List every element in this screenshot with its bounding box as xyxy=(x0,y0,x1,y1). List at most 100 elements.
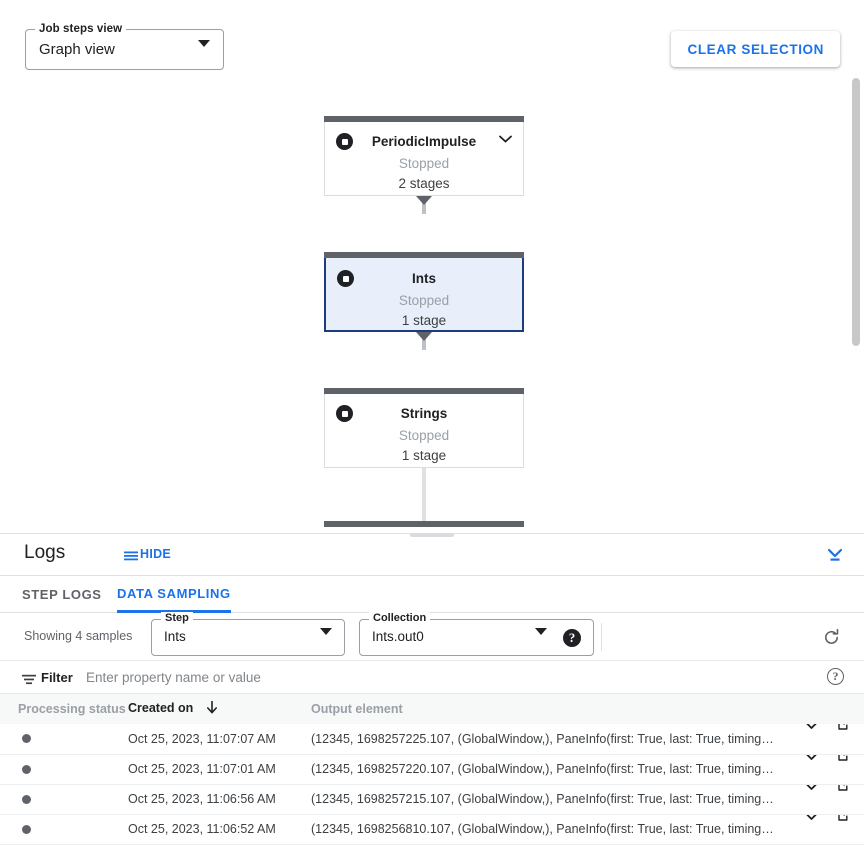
graph-edge xyxy=(422,468,426,522)
table-header-row: Processing status Created on Output elem… xyxy=(0,694,864,724)
cell-output-element: (12345, 1698256810.107, (GlobalWindow,),… xyxy=(311,814,864,844)
open-in-new-icon[interactable] xyxy=(837,814,851,822)
cell-output-element: (12345, 1698257215.107, (GlobalWindow,),… xyxy=(311,784,864,814)
samples-table: Processing status Created on Output elem… xyxy=(0,694,864,845)
collapse-panel-button[interactable] xyxy=(822,542,848,568)
table-body: Oct 25, 2023, 11:07:07 AM (12345, 1698257… xyxy=(0,724,864,844)
graph-node-periodicimpulse[interactable]: PeriodicImpulse Stopped 2 stages xyxy=(324,116,524,196)
graph-edge-arrow xyxy=(416,196,432,205)
hide-logs-label: HIDE xyxy=(140,547,172,561)
chevron-down-icon[interactable] xyxy=(805,814,818,820)
chevron-down-icon xyxy=(320,628,332,653)
step-select-label: Step xyxy=(161,612,193,625)
status-dot-icon xyxy=(22,794,31,804)
row-actions xyxy=(764,784,864,800)
step-select-value: Ints xyxy=(164,629,186,644)
node-top-bar xyxy=(324,252,524,258)
status-dot-icon xyxy=(22,734,31,744)
cell-created-on: Oct 25, 2023, 11:07:01 AM xyxy=(128,762,276,776)
cell-processing-status xyxy=(0,724,128,754)
graph-scrollbar[interactable] xyxy=(852,78,860,346)
graph-pane: Job steps view Graph view CLEAR SELECTIO… xyxy=(0,0,864,533)
stop-icon xyxy=(337,270,354,287)
chevron-down-icon[interactable] xyxy=(805,724,818,729)
step-select[interactable]: Step Ints xyxy=(151,612,345,656)
table-header: Processing status Created on Output elem… xyxy=(0,694,864,724)
tab-step-logs[interactable]: STEP LOGS xyxy=(22,587,102,602)
cell-created-on: Oct 25, 2023, 11:07:07 AM xyxy=(128,731,276,746)
column-header-processing-status[interactable]: Processing status xyxy=(18,702,126,716)
cell-processing-status xyxy=(0,784,128,814)
job-steps-view-select[interactable]: Job steps view Graph view xyxy=(25,22,224,70)
logs-title: Logs xyxy=(24,542,66,563)
row-actions xyxy=(764,814,864,830)
job-steps-view-value: Graph view xyxy=(39,41,115,58)
filter-row: Filter ? xyxy=(0,661,864,694)
cell-processing-status xyxy=(0,814,128,844)
tab-data-sampling[interactable]: DATA SAMPLING xyxy=(117,576,231,613)
refresh-button[interactable] xyxy=(818,624,844,650)
column-header-created-on[interactable]: Created on xyxy=(128,694,311,724)
graph-edge xyxy=(422,196,426,214)
chevron-down-icon xyxy=(535,628,547,653)
chevron-down-icon[interactable] xyxy=(805,784,818,790)
graph-node-strings[interactable]: Strings Stopped 1 stage xyxy=(324,388,524,468)
status-dot-icon xyxy=(22,764,31,774)
node-stages: 2 stages xyxy=(398,176,450,191)
collection-select-value: Ints.out0 xyxy=(372,629,424,644)
chevron-down-icon xyxy=(198,40,210,65)
cell-output-element: (12345, 1698257220.107, (GlobalWindow,),… xyxy=(311,754,864,784)
clear-selection-button[interactable]: CLEAR SELECTION xyxy=(671,31,840,67)
list-lines-icon xyxy=(124,549,138,560)
open-in-new-icon[interactable] xyxy=(837,724,851,731)
column-header-output-element[interactable]: Output element xyxy=(311,702,403,716)
graph-node-ints[interactable]: Ints Stopped 1 stage xyxy=(324,252,524,332)
hide-logs-button[interactable]: HIDE xyxy=(124,547,171,561)
table-row[interactable]: Oct 25, 2023, 11:07:07 AM (12345, 1698257… xyxy=(0,724,864,754)
help-icon[interactable]: ? xyxy=(563,629,581,647)
table-row[interactable]: Oct 25, 2023, 11:07:01 AM (12345, 1698257… xyxy=(0,754,864,784)
node-title: PeriodicImpulse xyxy=(371,134,477,149)
node-stages: 1 stage xyxy=(401,313,447,328)
graph-edge-arrow xyxy=(416,332,432,341)
stop-icon xyxy=(336,405,353,422)
graph-node-partial[interactable] xyxy=(324,521,524,527)
node-status: Stopped xyxy=(398,156,450,171)
panel-resize-handle[interactable] xyxy=(410,533,454,537)
node-title: Ints xyxy=(411,271,436,286)
node-title: Strings xyxy=(400,406,448,421)
row-actions xyxy=(764,724,864,739)
filter-help-icon[interactable]: ? xyxy=(827,668,844,685)
status-dot-icon xyxy=(22,824,31,834)
node-status: Stopped xyxy=(398,428,450,443)
cell-created-on: Oct 25, 2023, 11:06:52 AM xyxy=(128,822,276,836)
node-stages: 1 stage xyxy=(401,448,447,463)
filter-input[interactable] xyxy=(86,668,786,687)
job-steps-view-label: Job steps view xyxy=(35,22,127,36)
logs-header: Logs HIDE xyxy=(0,534,864,576)
table-row[interactable]: Oct 25, 2023, 11:06:56 AM (12345, 1698257… xyxy=(0,784,864,814)
graph-edge xyxy=(422,332,426,350)
chevron-down-icon[interactable] xyxy=(499,135,512,143)
collection-select-label: Collection xyxy=(369,612,431,625)
logs-panel: Logs HIDE STEP LOGS DATA SAMPLING Showin… xyxy=(0,533,864,856)
cell-output-element: (12345, 1698257225.107, (GlobalWindow,),… xyxy=(311,724,864,754)
cell-created-on: Oct 25, 2023, 11:06:56 AM xyxy=(128,792,276,806)
cell-processing-status xyxy=(0,754,128,784)
row-actions xyxy=(764,754,864,770)
chevron-down-icon[interactable] xyxy=(805,754,818,760)
stop-icon xyxy=(336,133,353,150)
sampling-controls: Showing 4 samples Step Ints Collection I… xyxy=(0,612,864,661)
filter-icon xyxy=(22,672,36,685)
filter-label: Filter xyxy=(41,670,73,685)
logs-tabs: STEP LOGS DATA SAMPLING xyxy=(0,576,864,613)
column-header-created-on-label: Created on xyxy=(128,701,194,715)
collection-select[interactable]: Collection Ints.out0 ? xyxy=(359,612,594,656)
table-row[interactable]: Oct 25, 2023, 11:06:52 AM (12345, 1698256… xyxy=(0,814,864,844)
open-in-new-icon[interactable] xyxy=(837,754,851,762)
controls-divider xyxy=(601,623,602,651)
node-status: Stopped xyxy=(398,293,450,308)
showing-samples-text: Showing 4 samples xyxy=(24,629,133,643)
open-in-new-icon[interactable] xyxy=(837,784,851,792)
node-top-bar xyxy=(324,116,524,122)
